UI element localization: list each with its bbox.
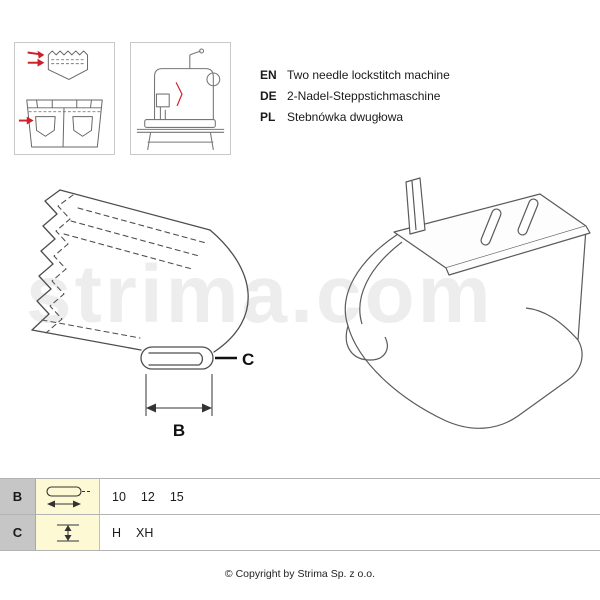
spec-value: 12 bbox=[140, 489, 155, 504]
fabric-fold-drawing bbox=[31, 189, 249, 370]
spec-value: 10 bbox=[112, 489, 126, 504]
binder-part-drawing bbox=[344, 177, 591, 429]
lang-code: DE bbox=[260, 89, 277, 103]
spec-row-c: C H XH bbox=[0, 515, 600, 551]
stitch-lines bbox=[41, 194, 207, 339]
fold-height-icon bbox=[36, 515, 100, 550]
fold-width-icon bbox=[36, 479, 100, 514]
lang-text: 2-Nadel-Steppstichmaschine bbox=[287, 89, 441, 103]
application-thumbnail bbox=[14, 42, 115, 155]
spec-values-c: H XH bbox=[100, 515, 153, 550]
b-dimension-lines bbox=[145, 374, 213, 416]
spec-label-c: C bbox=[0, 515, 36, 550]
language-list: EN Two needle lockstitch machine DE 2-Na… bbox=[260, 68, 450, 131]
lang-row-de: DE 2-Nadel-Steppstichmaschine bbox=[260, 89, 450, 103]
spec-table: B 10 12 15 C bbox=[0, 478, 600, 551]
lang-row-pl: PL Stebnówka dwugłowa bbox=[260, 110, 450, 124]
lang-row-en: EN Two needle lockstitch machine bbox=[260, 68, 450, 82]
spec-value: XH bbox=[136, 525, 154, 540]
lang-code: EN bbox=[260, 68, 277, 82]
copyright: © Copyright by Strima Sp. z o.o. bbox=[224, 568, 376, 580]
technical-diagram: C B bbox=[31, 177, 591, 440]
b-arrowhead-right bbox=[202, 403, 212, 413]
b-arrowhead-left bbox=[146, 403, 156, 413]
machine-thumbnail bbox=[130, 42, 231, 155]
spec-values-b: 10 12 15 bbox=[100, 479, 184, 514]
spec-value: H bbox=[112, 525, 122, 540]
spec-row-b: B 10 12 15 bbox=[0, 479, 600, 515]
red-arrow-icon bbox=[18, 50, 45, 125]
spec-value: 15 bbox=[169, 489, 184, 504]
dimension-label-b: B bbox=[173, 421, 185, 440]
lang-text: Stebnówka dwugłowa bbox=[287, 110, 404, 124]
red-thread-accent bbox=[175, 82, 183, 107]
sewing-machine-drawing bbox=[136, 48, 225, 151]
jeans-pocket-drawing bbox=[18, 50, 103, 148]
spec-label-b: B bbox=[0, 479, 36, 514]
lang-code: PL bbox=[260, 110, 276, 124]
dimension-label-c: C bbox=[242, 350, 254, 369]
lang-text: Two needle lockstitch machine bbox=[287, 68, 450, 82]
